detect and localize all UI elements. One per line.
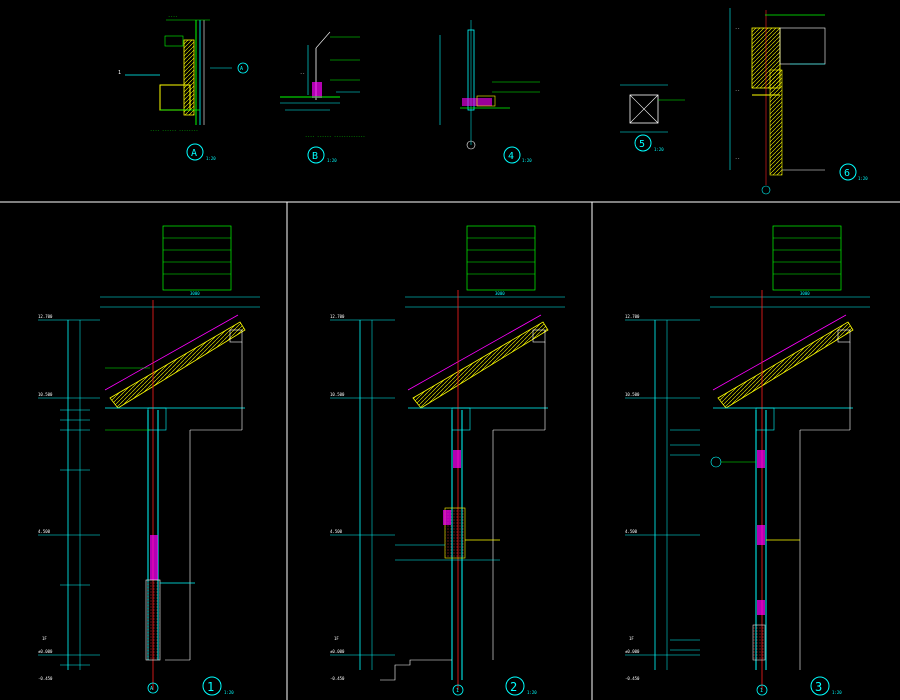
section-3-elev-floor: ±0.000 bbox=[625, 649, 640, 654]
detail-6: -- -- -- 6 1:20 bbox=[729, 8, 868, 195]
svg-text:‑‑: ‑‑ bbox=[300, 71, 305, 76]
detail-b: ‑‑ ---- ------ ------------- B 1:20 bbox=[280, 31, 365, 164]
section-2-elev-floor: ±0.000 bbox=[330, 649, 345, 654]
section-3-elev-bottom: -0.450 bbox=[625, 676, 640, 681]
svg-text:--: -- bbox=[735, 26, 740, 31]
svg-text:1: 1 bbox=[118, 70, 121, 76]
section-2-label: 2 bbox=[510, 680, 517, 694]
section-2-scale: 1:20 bbox=[527, 690, 537, 695]
detail-4: 4 1:20 bbox=[439, 20, 540, 164]
detail-4-scale: 1:20 bbox=[522, 158, 532, 163]
panel-frames bbox=[0, 201, 900, 700]
section-1-floor: 1F bbox=[42, 636, 47, 641]
section-1-elev-top: 12.700 bbox=[38, 314, 53, 319]
detail-a: 1 ‑‑‑‑ A ---- ------ -------- A 1:20 bbox=[118, 14, 249, 161]
detail-b-scale: 1:20 bbox=[327, 158, 337, 163]
section-2-elev-top: 12.700 bbox=[330, 314, 345, 319]
detail-4-label: 4 bbox=[508, 151, 514, 162]
section-3-label: 3 bbox=[815, 680, 822, 694]
svg-text:---- ------ --------: ---- ------ -------- bbox=[150, 128, 198, 133]
svg-text:--: -- bbox=[735, 88, 740, 93]
section-1-elev-roof: 10.500 bbox=[38, 392, 53, 397]
section-1-elev-mid: 4.500 bbox=[38, 529, 51, 534]
section-3-dim-top: 3000 bbox=[800, 291, 810, 296]
detail-5: 5 1:20 bbox=[620, 84, 685, 152]
section-2-elev-mid: 4.500 bbox=[330, 529, 343, 534]
detail-b-label: B bbox=[312, 151, 318, 162]
detail-a-label: A bbox=[191, 148, 197, 159]
detail-a-scale: 1:20 bbox=[206, 156, 216, 161]
svg-text:A: A bbox=[240, 66, 243, 72]
section-3-elev-roof: 10.500 bbox=[625, 392, 640, 397]
section-2-floor: 1F bbox=[334, 636, 339, 641]
section-1-elev-floor: ±0.000 bbox=[38, 649, 53, 654]
section-2-axis: 1 bbox=[456, 688, 459, 694]
section-3-elev-top: 12.700 bbox=[625, 314, 640, 319]
section-2-elev-roof: 10.500 bbox=[330, 392, 345, 397]
section-1: 3000 12.700 10.500 4.500 1F ±0.000 -0.45… bbox=[38, 225, 260, 696]
detail-5-label: 5 bbox=[639, 139, 645, 150]
section-1-label: 1 bbox=[207, 680, 214, 694]
section-3-scale: 1:20 bbox=[832, 690, 842, 695]
detail-6-label: 6 bbox=[844, 168, 850, 179]
svg-text:‑‑‑‑: ‑‑‑‑ bbox=[168, 14, 178, 19]
section-2: 3000 12.700 10.500 4.500 1F ±0.000 -0.45… bbox=[330, 225, 565, 696]
section-3: 3000 12.700 10.500 4.500 1F ±0.000 -0.45… bbox=[625, 225, 870, 696]
section-1-dim-top: 3000 bbox=[190, 291, 200, 296]
svg-text:---- ------ -------------: ---- ------ ------------- bbox=[305, 134, 365, 139]
svg-text:--: -- bbox=[735, 156, 740, 161]
section-3-elev-mid: 4.500 bbox=[625, 529, 638, 534]
section-3-floor: 1F bbox=[629, 636, 634, 641]
section-3-axis: 1 bbox=[760, 688, 763, 694]
section-1-scale: 1:20 bbox=[224, 690, 234, 695]
section-2-dim-top: 3000 bbox=[495, 291, 505, 296]
section-1-elev-bottom: -0.450 bbox=[38, 676, 53, 681]
detail-6-scale: 1:20 bbox=[858, 176, 868, 181]
section-2-elev-bottom: -0.450 bbox=[330, 676, 345, 681]
detail-5-scale: 1:20 bbox=[654, 147, 664, 152]
section-1-axis: A bbox=[150, 686, 153, 692]
